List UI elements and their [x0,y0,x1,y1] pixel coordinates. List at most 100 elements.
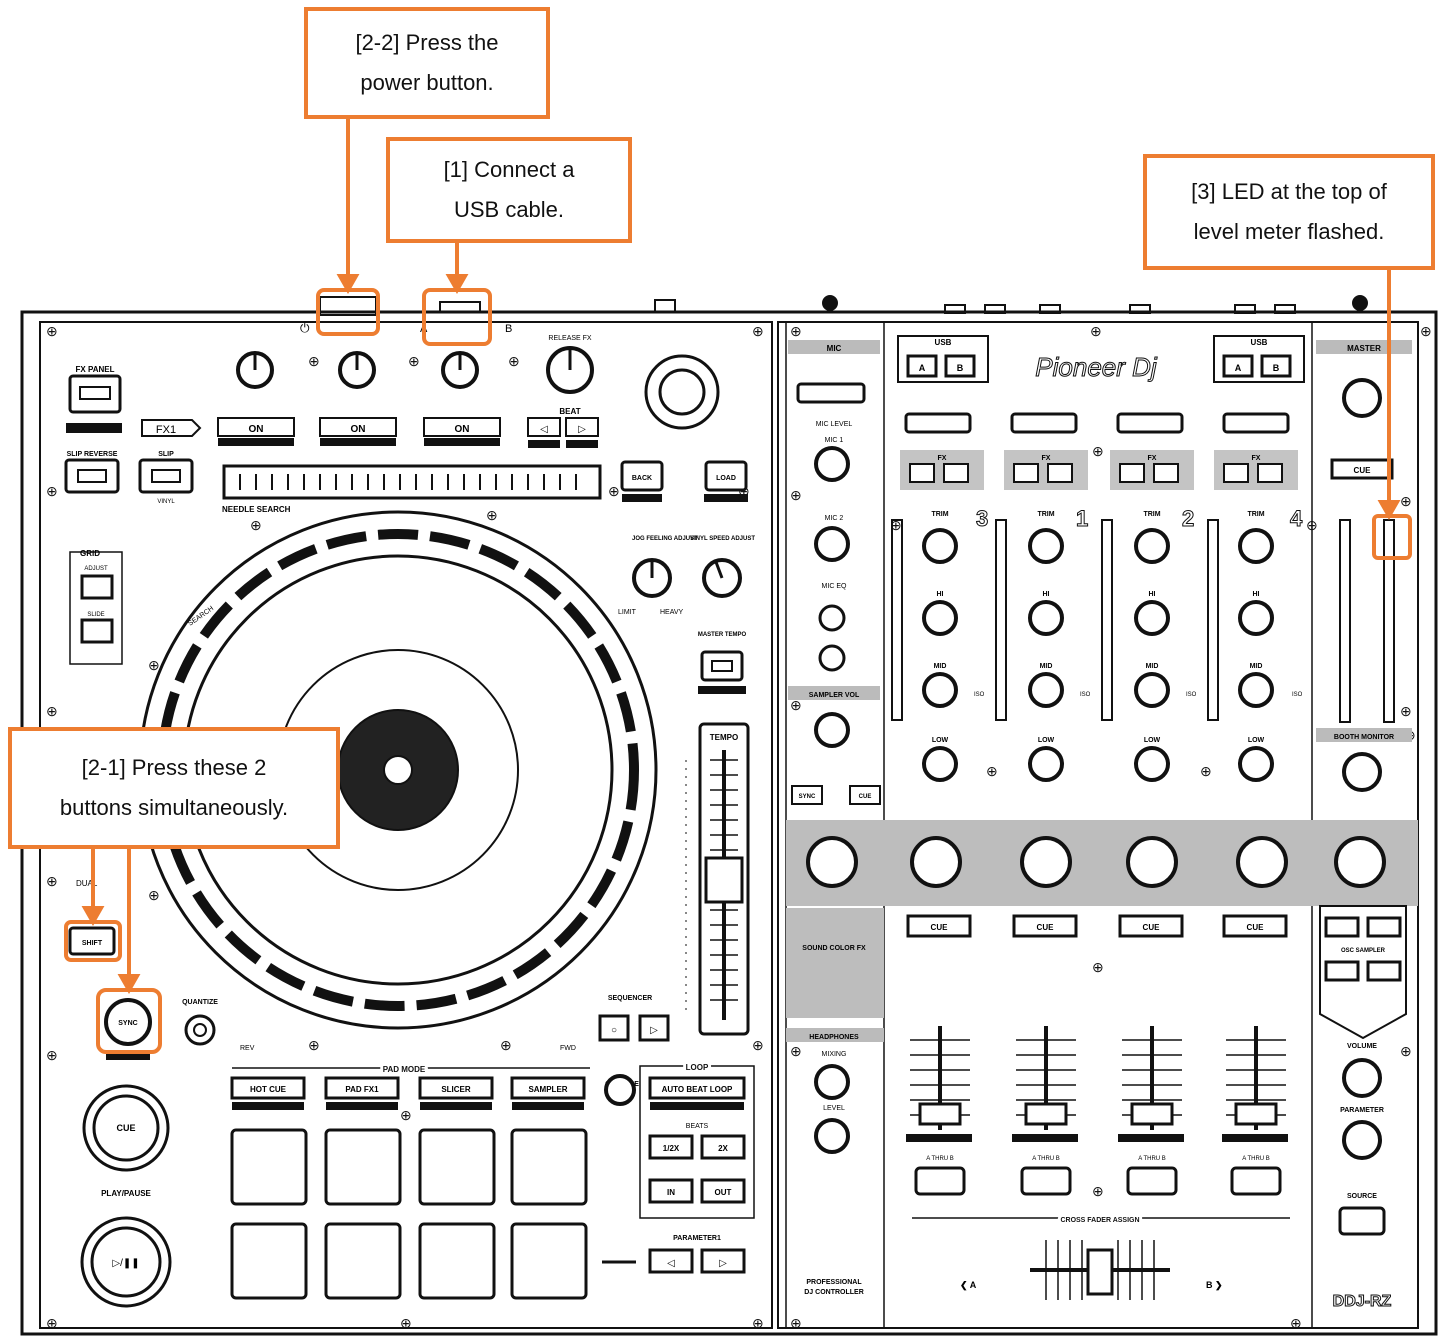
limit-label: LIMIT [618,609,637,616]
grid-slide-label: SLIDE [87,612,104,618]
ch4-fx-label: FX [1252,455,1261,462]
ch3-fx-label: FX [938,455,947,462]
svg-text:○: ○ [611,1025,617,1036]
quantize-label: QUANTIZE [182,999,218,1006]
svg-text:⊕: ⊕ [1420,323,1432,339]
ch3-trim-label: TRIM [931,511,948,518]
svg-text:⊕: ⊕ [46,1047,58,1063]
cross-a-label: ❮ A [960,1280,977,1291]
svg-text:▷: ▷ [578,424,586,435]
vinyl-label: VINYL [157,499,175,505]
half-x-label: 1/2X [663,1144,680,1153]
mixer-sampler-cue-label: CUE [859,794,872,800]
callout-power-line2: power button. [360,70,494,95]
callout-press-two-line1: [2-1] Press these 2 [81,755,267,780]
svg-text:⊕: ⊕ [46,1315,58,1331]
ch2-number: 2 [1182,506,1194,531]
grid-adjust-label: ADJUST [84,566,108,572]
tempo-label: TEMPO [710,733,738,742]
ch4-number: 4 [1290,506,1303,531]
ch1-fx-label: FX [1042,455,1051,462]
svg-text:⊕: ⊕ [46,323,58,339]
svg-text:⊕: ⊕ [752,1315,764,1331]
grid-label: GRID [80,549,100,558]
svg-text:B: B [505,323,512,335]
fx-on-buttons [217,417,501,446]
beats-label: BEATS [686,1123,709,1130]
usb-left-b: B [957,363,964,373]
ch1-cue-label: CUE [1037,923,1055,932]
loop-in-label: IN [667,1188,675,1197]
usb-right-a: A [1235,363,1242,373]
fx1-label: FX1 [156,424,176,436]
svg-text:⊕: ⊕ [752,1037,764,1053]
cross-b-label: B ❯ [1206,1280,1223,1291]
svg-text:⊕: ⊕ [46,703,58,719]
ch1-number: 1 [1076,506,1088,531]
svg-text:⊕: ⊕ [608,483,620,499]
needle-search-label: NEEDLE SEARCH [222,505,291,514]
pad-fx1-label: PAD FX1 [345,1085,379,1094]
svg-text:⊕: ⊕ [790,697,802,713]
svg-text:⊕: ⊕ [1400,493,1412,509]
vinyl-speed-label: VINYL SPEED ADJUST [690,536,755,542]
auto-beat-loop-label: AUTO BEAT LOOP [662,1085,733,1094]
slip-label: SLIP [158,451,174,458]
callout-led-line1: [3] LED at the top of [1191,179,1387,204]
ch3-hi-label: HI [937,591,944,598]
svg-text:⊕: ⊕ [1092,1183,1104,1199]
ch2-hi-label: HI [1149,591,1156,598]
hot-cue-label: HOT CUE [250,1085,287,1094]
heavy-label: HEAVY [660,609,684,616]
callout-led-line2: level meter flashed. [1193,219,1385,244]
mic2-label: MIC 2 [825,515,844,522]
mic1-label: MIC 1 [825,437,844,444]
back-label: BACK [632,475,652,482]
rev-label: REV [240,1045,255,1052]
svg-text:⊕: ⊕ [508,353,520,369]
master-cue-label: CUE [1354,466,1372,475]
usb-right-b: B [1273,363,1280,373]
ch3-cue-label: CUE [931,923,949,932]
power-label: ⏻ [300,321,310,335]
svg-text:◁: ◁ [667,1258,675,1269]
loop-out-label: OUT [715,1188,732,1197]
volume-label: VOLUME [1347,1043,1377,1050]
mixer-sync-label: SYNC [799,794,816,800]
professional-label: PROFESSIONAL [806,1279,862,1286]
ch3-low-label: LOW [932,737,949,744]
svg-text:⊕: ⊕ [790,1043,802,1059]
svg-text:⊕: ⊕ [400,1315,412,1331]
parameter-label: PARAMETER [1340,1107,1384,1114]
ch2-mid-label: MID [1146,663,1159,670]
beat-label: BEAT [559,407,580,416]
sound-color-fx-label: SOUND COLOR FX [802,945,866,952]
callout-usb-line2: USB cable. [453,197,565,222]
usb-left-a: A [919,363,926,373]
svg-text:▷: ▷ [719,1258,727,1269]
svg-text:⊕: ⊕ [1400,1043,1412,1059]
ch1-low-label: LOW [1038,737,1055,744]
svg-text:⊕: ⊕ [46,873,58,889]
callout-usb-cable: [1] Connect a USB cable. [386,137,632,243]
highlight-level-led [1372,514,1412,560]
callout-led-flashed: [3] LED at the top of level meter flashe… [1143,154,1435,270]
usb-left-label: USB [935,338,952,347]
svg-text:⊕: ⊕ [790,1315,802,1331]
ch1-hi-label: HI [1043,591,1050,598]
ch1-assign-label: A THRU B [1032,1156,1060,1162]
callout-usb-line1: [1] Connect a [443,157,575,182]
fwd-label: FWD [560,1045,576,1052]
mic-eq-label: MIC EQ [822,583,847,590]
callout-arrows [81,118,1401,995]
ch2-iso-label: ISO [1186,692,1197,698]
sequencer-label: SEQUENCER [608,995,652,1002]
source-label: SOURCE [1347,1193,1377,1200]
dual-label: DUAL [76,879,98,888]
ch1-iso-label: ISO [1080,692,1091,698]
svg-text:⊕: ⊕ [1092,443,1104,459]
svg-text:⊕: ⊕ [752,323,764,339]
master-level-meter [1339,519,1395,723]
two-x-label: 2X [718,1144,728,1153]
mic-level-label: MIC LEVEL [816,421,853,428]
